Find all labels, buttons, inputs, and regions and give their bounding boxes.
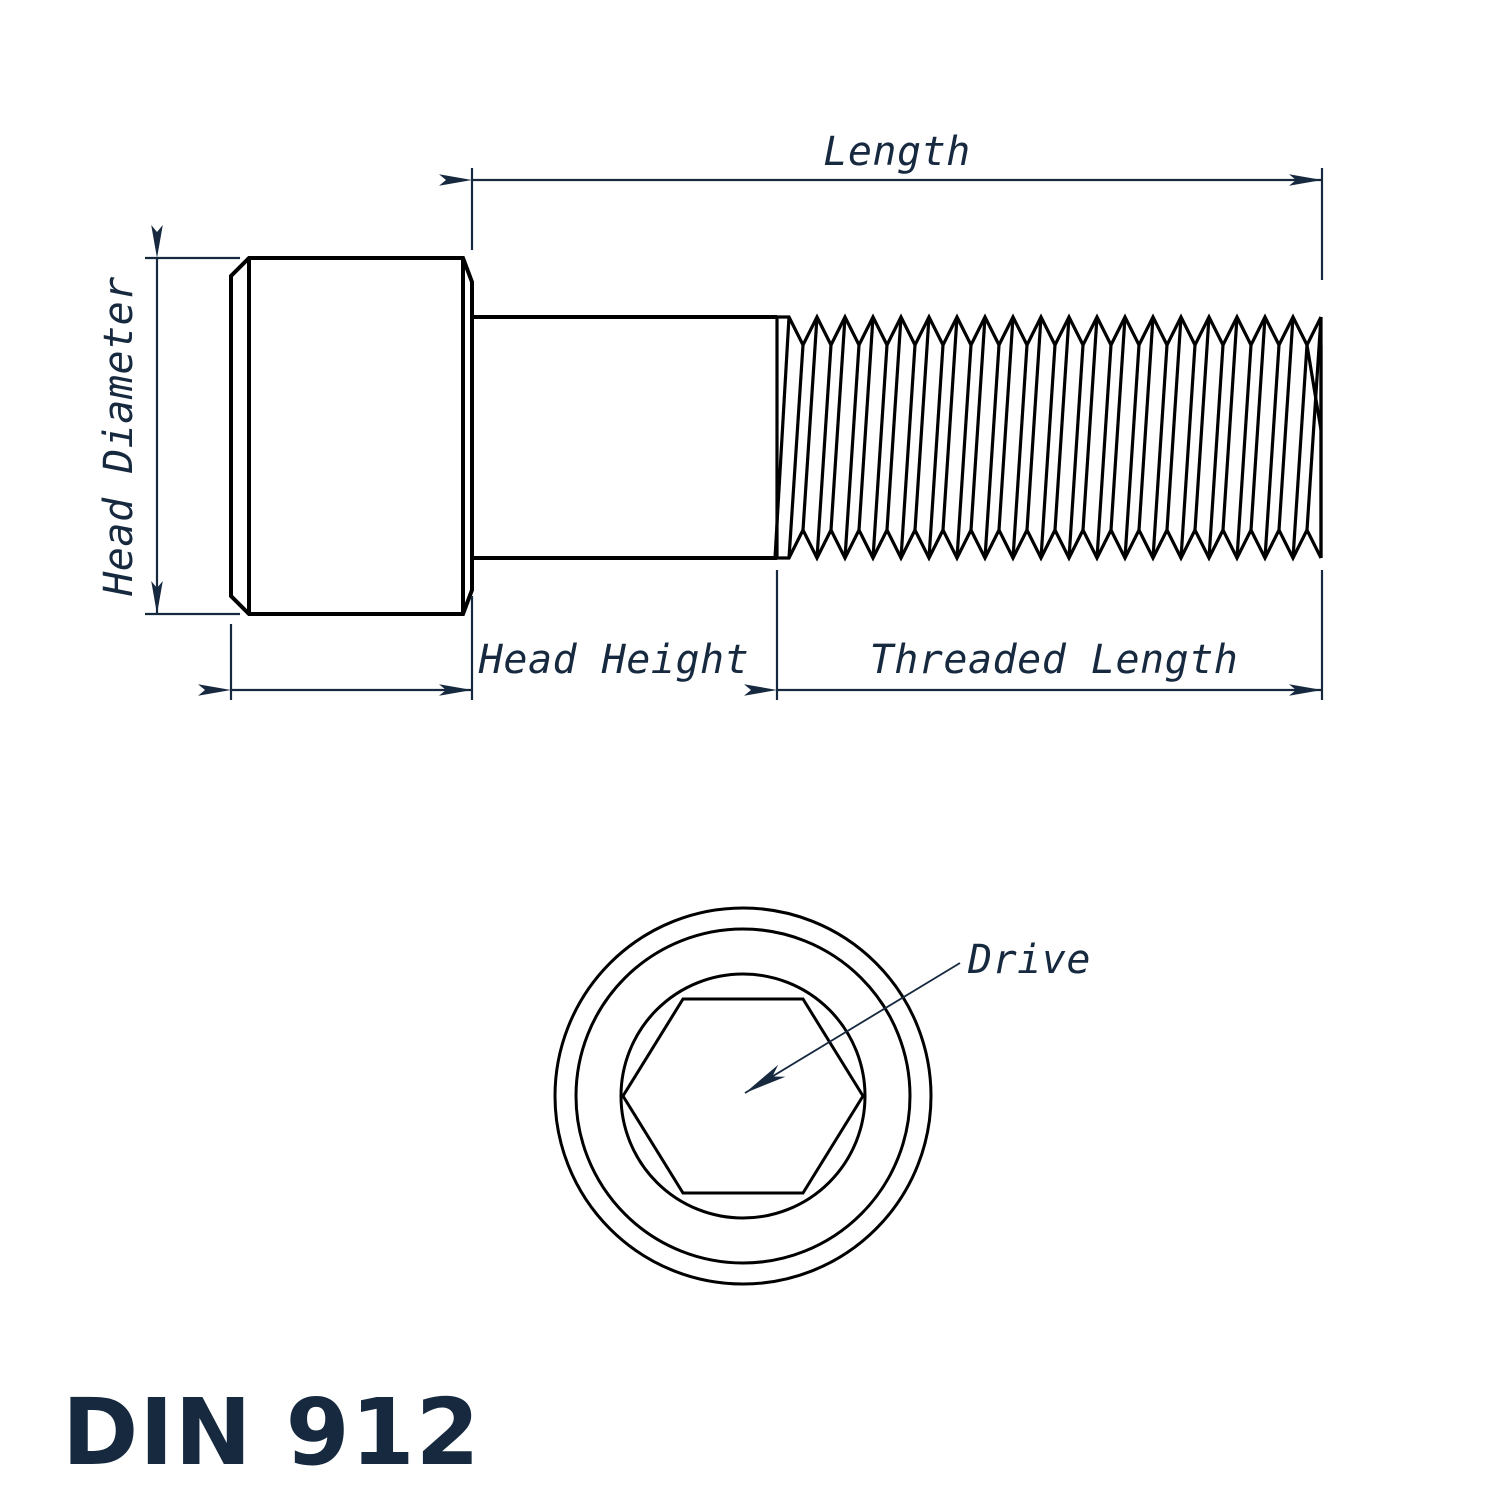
head-end-view <box>553 906 933 1286</box>
socket-bore-circle <box>619 972 867 1220</box>
dimension-length: Length <box>439 129 1324 280</box>
dimension-label-threaded-length: Threaded Length <box>870 637 1239 683</box>
dimension-label-head-diameter: Head Diameter <box>96 276 142 597</box>
bolt-thread-profile <box>773 313 1323 562</box>
dimension-threaded-length: Threaded Length <box>744 570 1324 700</box>
dimension-head-diameter: Head Diameter <box>96 225 240 616</box>
dimension-head-height: Head Height <box>198 596 749 700</box>
hex-socket-outline <box>621 997 865 1195</box>
callout-label-drive: Drive <box>967 937 1091 983</box>
head-outer-circle <box>553 906 933 1286</box>
side-elevation-view <box>229 256 1323 616</box>
callout-drive: Drive <box>744 937 1091 1094</box>
bolt-shank-profile <box>472 315 777 560</box>
dimension-label-length: Length <box>823 129 971 175</box>
leader-line-drive <box>744 962 961 1094</box>
head-chamfer-circle <box>574 927 912 1265</box>
dimension-label-head-height: Head Height <box>478 637 749 683</box>
bolt-head-profile <box>229 256 474 616</box>
standard-title: DIN 912 <box>62 1379 481 1486</box>
